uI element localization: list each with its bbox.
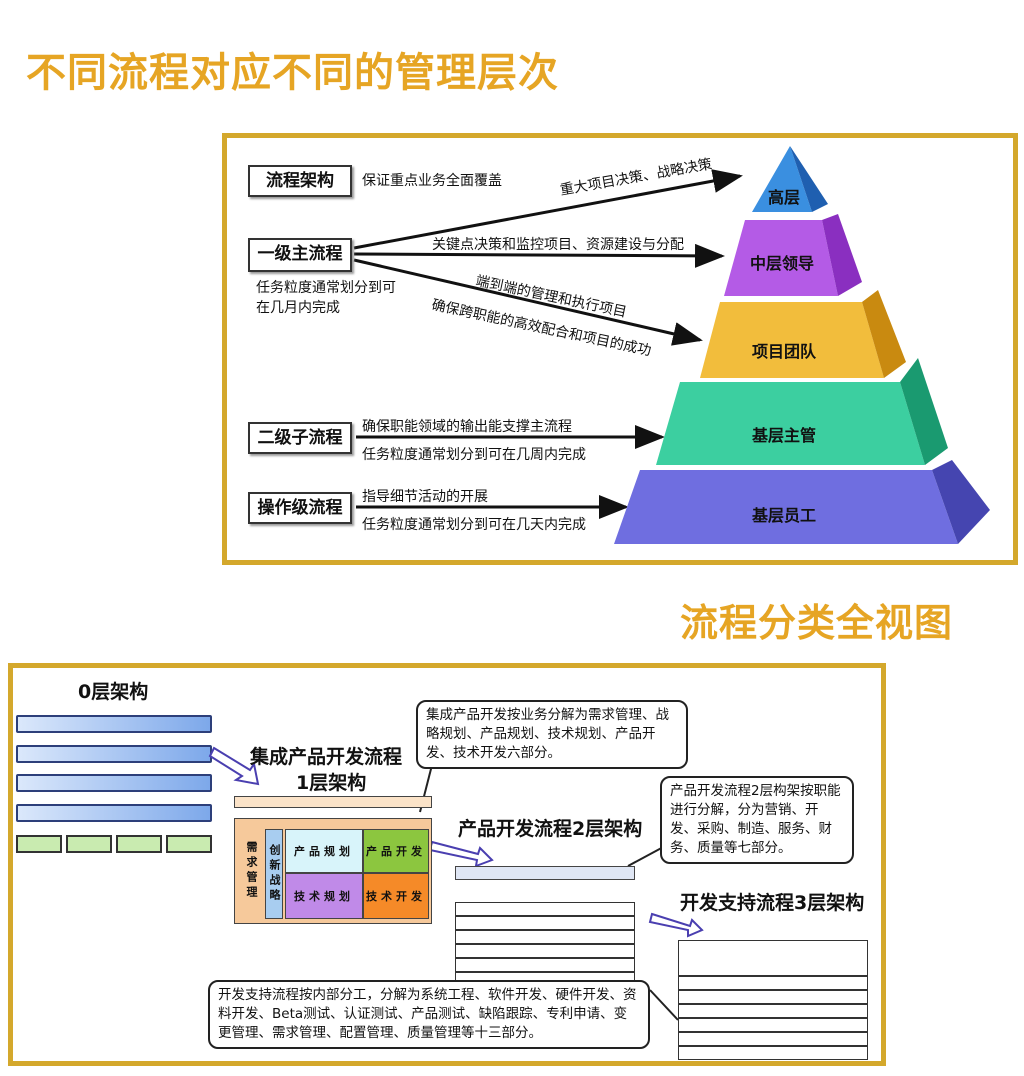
layer0-bar xyxy=(16,715,212,733)
matrix-tech-dev: 技术开发 xyxy=(363,873,429,919)
matrix-strategy: 创新战略 xyxy=(265,829,283,919)
pyramid-layer-team xyxy=(700,302,884,378)
hollow-arrow xyxy=(648,912,704,938)
pyramid-label-staff: 基层员工 xyxy=(752,506,817,525)
pyramid-layer-top xyxy=(752,146,812,212)
process-overview-frame xyxy=(8,663,886,1066)
pyramid-label-team: 项目团队 xyxy=(752,342,817,361)
pyramid-label-top: 高层 xyxy=(768,188,801,207)
layer2-title: 产品开发流程2层架构 xyxy=(458,818,643,840)
level-desc-architecture: 保证重点业务全面覆盖 xyxy=(362,173,502,189)
arrow-middle xyxy=(353,243,725,268)
arrow-label-middle: 关键点决策和监控项目、资源建设与分配 xyxy=(432,237,684,253)
callout-support: 开发支持流程按内部分工，分解为系统工程、软件开发、硬件开发、资料开发、Beta测… xyxy=(208,980,650,1049)
layer0-support-box xyxy=(166,835,212,853)
layer3-title: 开发支持流程3层架构 xyxy=(680,892,865,914)
level-desc-secondary: 确保职能领域的输出能支撑主流程 xyxy=(362,419,572,435)
hollow-arrow xyxy=(208,746,260,786)
level-desc-primary: 任务粒度通常划分到可在几月内完成 xyxy=(256,280,396,316)
bottom-title: 流程分类全视图 xyxy=(680,601,954,645)
layer0-support-box xyxy=(116,835,162,853)
matrix-product-planning: 产品规划 xyxy=(285,829,363,873)
level-desc-secondary-2: 任务粒度通常划分到可在几周内完成 xyxy=(362,447,586,463)
layer0-bar xyxy=(16,774,212,792)
layer3-rows xyxy=(678,976,868,1060)
pyramid-layer-supervisor xyxy=(656,382,925,465)
layer0-bar xyxy=(16,804,212,822)
pyramid-layer-staff xyxy=(614,470,958,544)
layer0-support-box xyxy=(16,835,62,853)
pyramid-label-supervisor: 基层主管 xyxy=(752,426,817,445)
level-box-architecture: 流程架构 xyxy=(248,165,352,197)
matrix-tech-planning: 技术规划 xyxy=(285,873,363,919)
arrow-project xyxy=(353,258,703,346)
hollow-arrow xyxy=(428,840,494,868)
pyramid xyxy=(614,146,990,544)
layer3-header-block xyxy=(678,940,868,976)
level-box-secondary: 二级子流程 xyxy=(248,422,352,454)
level-desc-operational: 指导细节活动的开展 xyxy=(362,489,488,505)
management-levels-frame xyxy=(222,133,1018,565)
layer2-phase-bar xyxy=(455,866,635,880)
layer1-title: 集成产品开发流程 xyxy=(250,746,403,768)
level-box-primary: 一级主流程 xyxy=(248,238,352,272)
matrix-product-dev: 产品开发 xyxy=(363,829,429,873)
callout-ipd: 集成产品开发按业务分解为需求管理、战略规划、产品规划、技术规划、产品开发、技术开… xyxy=(416,700,688,769)
level-desc-operational-2: 任务粒度通常划分到可在几天内完成 xyxy=(362,517,586,533)
layer1-matrix: 需求管理 创新战略 产品规划 产品开发 技术规划 技术开发 xyxy=(234,818,432,924)
callout-pdp: 产品开发流程2层构架按职能进行分解，分为营销、开发、采购、制造、服务、财务、质量… xyxy=(660,776,854,864)
pyramid-label-middle: 中层领导 xyxy=(750,254,815,273)
level-box-operational: 操作级流程 xyxy=(248,492,352,524)
top-title: 不同流程对应不同的管理层次 xyxy=(26,50,559,96)
pyramid-layer-middle xyxy=(724,220,838,296)
layer1-phase-bar xyxy=(234,796,432,808)
layer1-subtitle: 1层架构 xyxy=(296,772,367,794)
layer0-support-box xyxy=(66,835,112,853)
layer0-title: 0层架构 xyxy=(78,681,149,703)
matrix-demand: 需求管理 xyxy=(245,841,258,901)
arrow-strategic xyxy=(353,169,743,250)
